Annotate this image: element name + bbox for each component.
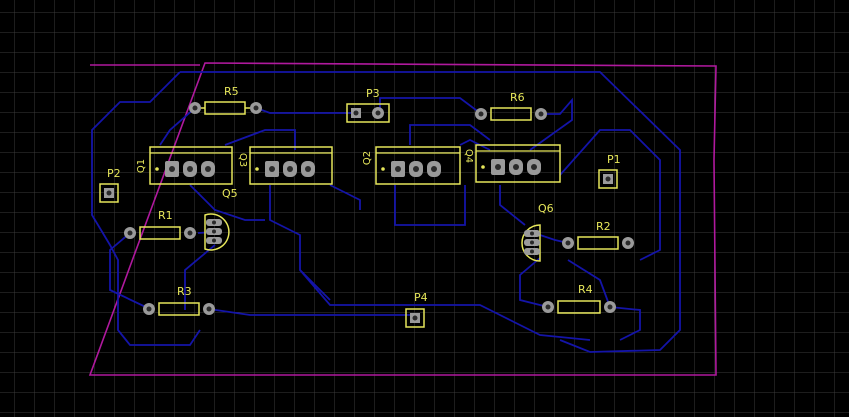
trace-mid bbox=[299, 269, 591, 341]
resistor-r6[interactable]: R6 bbox=[475, 91, 547, 121]
designator-label: Q4 bbox=[463, 149, 474, 163]
designator-label: P1 bbox=[607, 153, 621, 166]
trace-q2-top bbox=[409, 124, 491, 145]
trace-q5-down bbox=[184, 244, 216, 310]
trace-q3-drop bbox=[269, 185, 331, 301]
trace-q6-down bbox=[519, 257, 549, 308]
designator-label: P2 bbox=[107, 167, 121, 180]
designator-label: Q1 bbox=[136, 159, 147, 173]
trace-q2-box bbox=[394, 185, 466, 226]
designator-label: R5 bbox=[224, 85, 239, 98]
transistor-q3[interactable]: Q3 bbox=[237, 146, 333, 185]
connector-p3[interactable]: P3 bbox=[346, 87, 390, 123]
designator-label: Q6 bbox=[538, 202, 554, 215]
designator-label: Q5 bbox=[222, 187, 238, 200]
designator-label: P3 bbox=[366, 87, 380, 100]
trace-r4-right bbox=[609, 306, 641, 341]
connector-p2[interactable]: P2 bbox=[99, 167, 121, 203]
transistor-q5[interactable]: Q5 bbox=[204, 187, 238, 251]
trace-r6-right bbox=[529, 97, 573, 151]
transistor-q2[interactable]: Q2 bbox=[362, 146, 461, 185]
transistor-q6[interactable]: Q6 bbox=[521, 202, 554, 262]
designator-label: Q3 bbox=[237, 153, 248, 167]
trace-q4-right bbox=[559, 129, 661, 261]
resistor-r4[interactable]: R4 bbox=[542, 283, 616, 314]
connector-p4[interactable]: P4 bbox=[405, 291, 428, 328]
trace-r1-loop bbox=[109, 232, 151, 310]
connector-p1[interactable]: P1 bbox=[598, 153, 621, 189]
transistor-q4[interactable]: Q4 bbox=[463, 144, 561, 183]
designator-label: R2 bbox=[596, 220, 611, 233]
designator-label: R3 bbox=[177, 285, 192, 298]
trace-q4-q6 bbox=[499, 185, 526, 226]
resistor-r1[interactable]: R1 bbox=[124, 209, 196, 240]
trace-p3-loop bbox=[379, 97, 481, 114]
designator-label: R1 bbox=[158, 209, 173, 222]
resistor-r5[interactable]: R5 bbox=[189, 85, 262, 115]
trace-r2-r4 bbox=[567, 259, 611, 308]
designator-label: R4 bbox=[578, 283, 593, 296]
resistor-r3[interactable]: R3 bbox=[143, 285, 215, 316]
trace-q3-right bbox=[329, 184, 361, 210]
transistor-q1[interactable]: Q1 bbox=[136, 146, 233, 185]
trace-q1-bottom bbox=[189, 184, 265, 221]
trace-top bbox=[180, 71, 681, 353]
designator-label: R6 bbox=[510, 91, 525, 104]
trace-r5-loop bbox=[159, 107, 196, 146]
designator-label: Q2 bbox=[362, 151, 373, 165]
trace-r3-p4 bbox=[208, 308, 415, 316]
designator-label: P4 bbox=[414, 291, 428, 304]
trace-q2-q4 bbox=[459, 138, 491, 151]
board-outline[interactable] bbox=[88, 62, 717, 376]
resistor-r2[interactable]: R2 bbox=[562, 220, 634, 250]
trace-outer-left bbox=[91, 71, 201, 346]
trace-q1-q3 bbox=[224, 129, 296, 150]
traces[interactable] bbox=[91, 71, 681, 353]
